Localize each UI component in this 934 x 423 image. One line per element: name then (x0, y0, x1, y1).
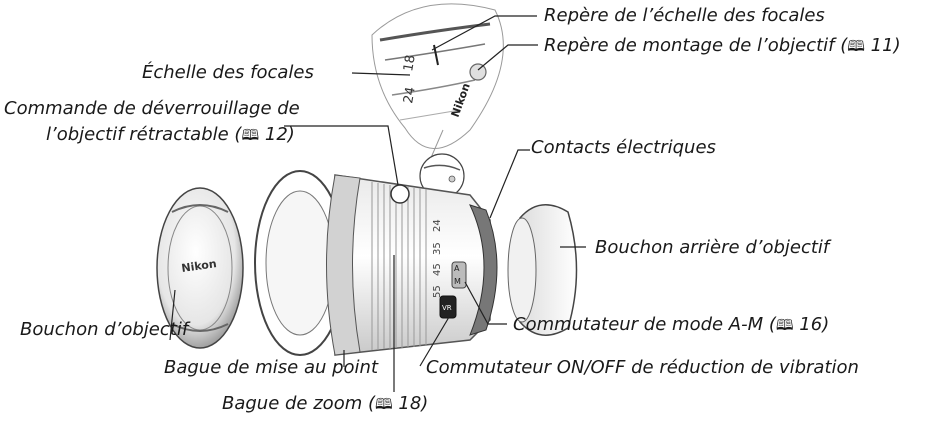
book-icon: 🕮 (374, 395, 393, 413)
label-zoom-ring: Bague de zoom (🕮 18) (222, 393, 428, 415)
vr-switch-label: VR (442, 304, 452, 312)
label-focus-ring: Bague de mise au point (164, 357, 378, 378)
magnifier-connector (429, 129, 444, 161)
zoom-ring-ridges (371, 182, 427, 350)
focus-ring-shape (326, 174, 361, 356)
label-focal-scale: Échelle des focales (142, 62, 314, 83)
am-switch-label-m: M (454, 277, 461, 286)
label-retract-line1: Commande de déverrouillage de (4, 98, 300, 119)
leader-retract-button (284, 125, 399, 186)
label-vr-switch: Commutateur ON/OFF de réduction de vibra… (426, 357, 859, 378)
label-am-switch-ref: 16) (793, 314, 830, 335)
label-rear-cap-text: Bouchon arrière d’objectif (595, 237, 830, 258)
am-switch-shape (451, 261, 467, 289)
label-focal-index-text: Repère de l’échelle des focales (544, 5, 825, 26)
label-retract-line2-text: l’objectif rétractable ( (46, 124, 242, 145)
label-focus-ring-text: Bague de mise au point (164, 357, 379, 378)
label-am-switch: Commutateur de mode A-M (🕮 16) (513, 314, 829, 336)
barrel-focal-55: 55 (432, 285, 443, 298)
rear-lens-cap (507, 204, 578, 336)
label-vr-switch-text: Commutateur ON/OFF de réduction de vibra… (426, 357, 859, 378)
label-focal-index: Repère de l’échelle des focales (544, 5, 825, 26)
retract-unlock-button (390, 184, 410, 204)
label-retract-ref: 12) (259, 124, 295, 145)
leader-lens-cap (169, 289, 176, 341)
leader-vr-switch (419, 311, 453, 367)
lens-cap: Nikon (156, 187, 244, 349)
mount-index-dot (469, 63, 487, 81)
magnified-detail-view: 18 24 Nikon (371, 3, 504, 149)
lens-barrel: 24 35 45 55 A M VR (326, 174, 498, 356)
label-zoom-ring-ref: 18) (392, 393, 429, 414)
magnified-focal-18: 18 (401, 54, 419, 73)
am-switch-label-a: A (454, 264, 460, 273)
label-mount-index-text: Repère de montage de l’objectif ( (544, 35, 848, 56)
leader-am-switch (464, 281, 507, 325)
label-lens-cap-text: Bouchon d’objectif (20, 319, 189, 340)
label-am-switch-text: Commutateur de mode A-M ( (513, 314, 776, 335)
barrel-focal-24: 24 (432, 219, 443, 232)
label-zoom-ring-text: Bague de zoom ( (222, 393, 375, 414)
book-icon: 🕮 (775, 316, 794, 334)
leader-lines (169, 15, 586, 392)
label-mount-index-ref: 11) (864, 35, 901, 56)
leader-mount-index (477, 44, 538, 71)
label-mount-index: Repère de montage de l’objectif (🕮 11) (544, 35, 901, 57)
label-contacts-text: Contacts électriques (531, 137, 716, 158)
label-contacts: Contacts électriques (531, 137, 716, 158)
front-lens-element (254, 170, 346, 356)
leader-focal-scale (351, 72, 411, 76)
lens-mount (469, 204, 498, 336)
label-focal-scale-text: Échelle des focales (142, 62, 314, 83)
barrel-focal-45: 45 (432, 263, 443, 276)
leader-focal-index (431, 15, 537, 51)
barrel-focal-35: 35 (432, 242, 443, 255)
label-lens-cap: Bouchon d’objectif (20, 319, 188, 340)
book-icon: 🕮 (847, 37, 865, 55)
label-retract-line1-text: Commande de déverrouillage de (4, 98, 300, 119)
label-rear-cap: Bouchon arrière d’objectif (595, 237, 829, 258)
magnified-focal-24: 24 (401, 86, 419, 105)
label-retract-line2: l’objectif rétractable (🕮 12) (46, 124, 295, 146)
leader-contacts (489, 149, 530, 219)
lens-cap-brand: Nikon (181, 257, 218, 275)
book-icon: 🕮 (241, 126, 260, 144)
